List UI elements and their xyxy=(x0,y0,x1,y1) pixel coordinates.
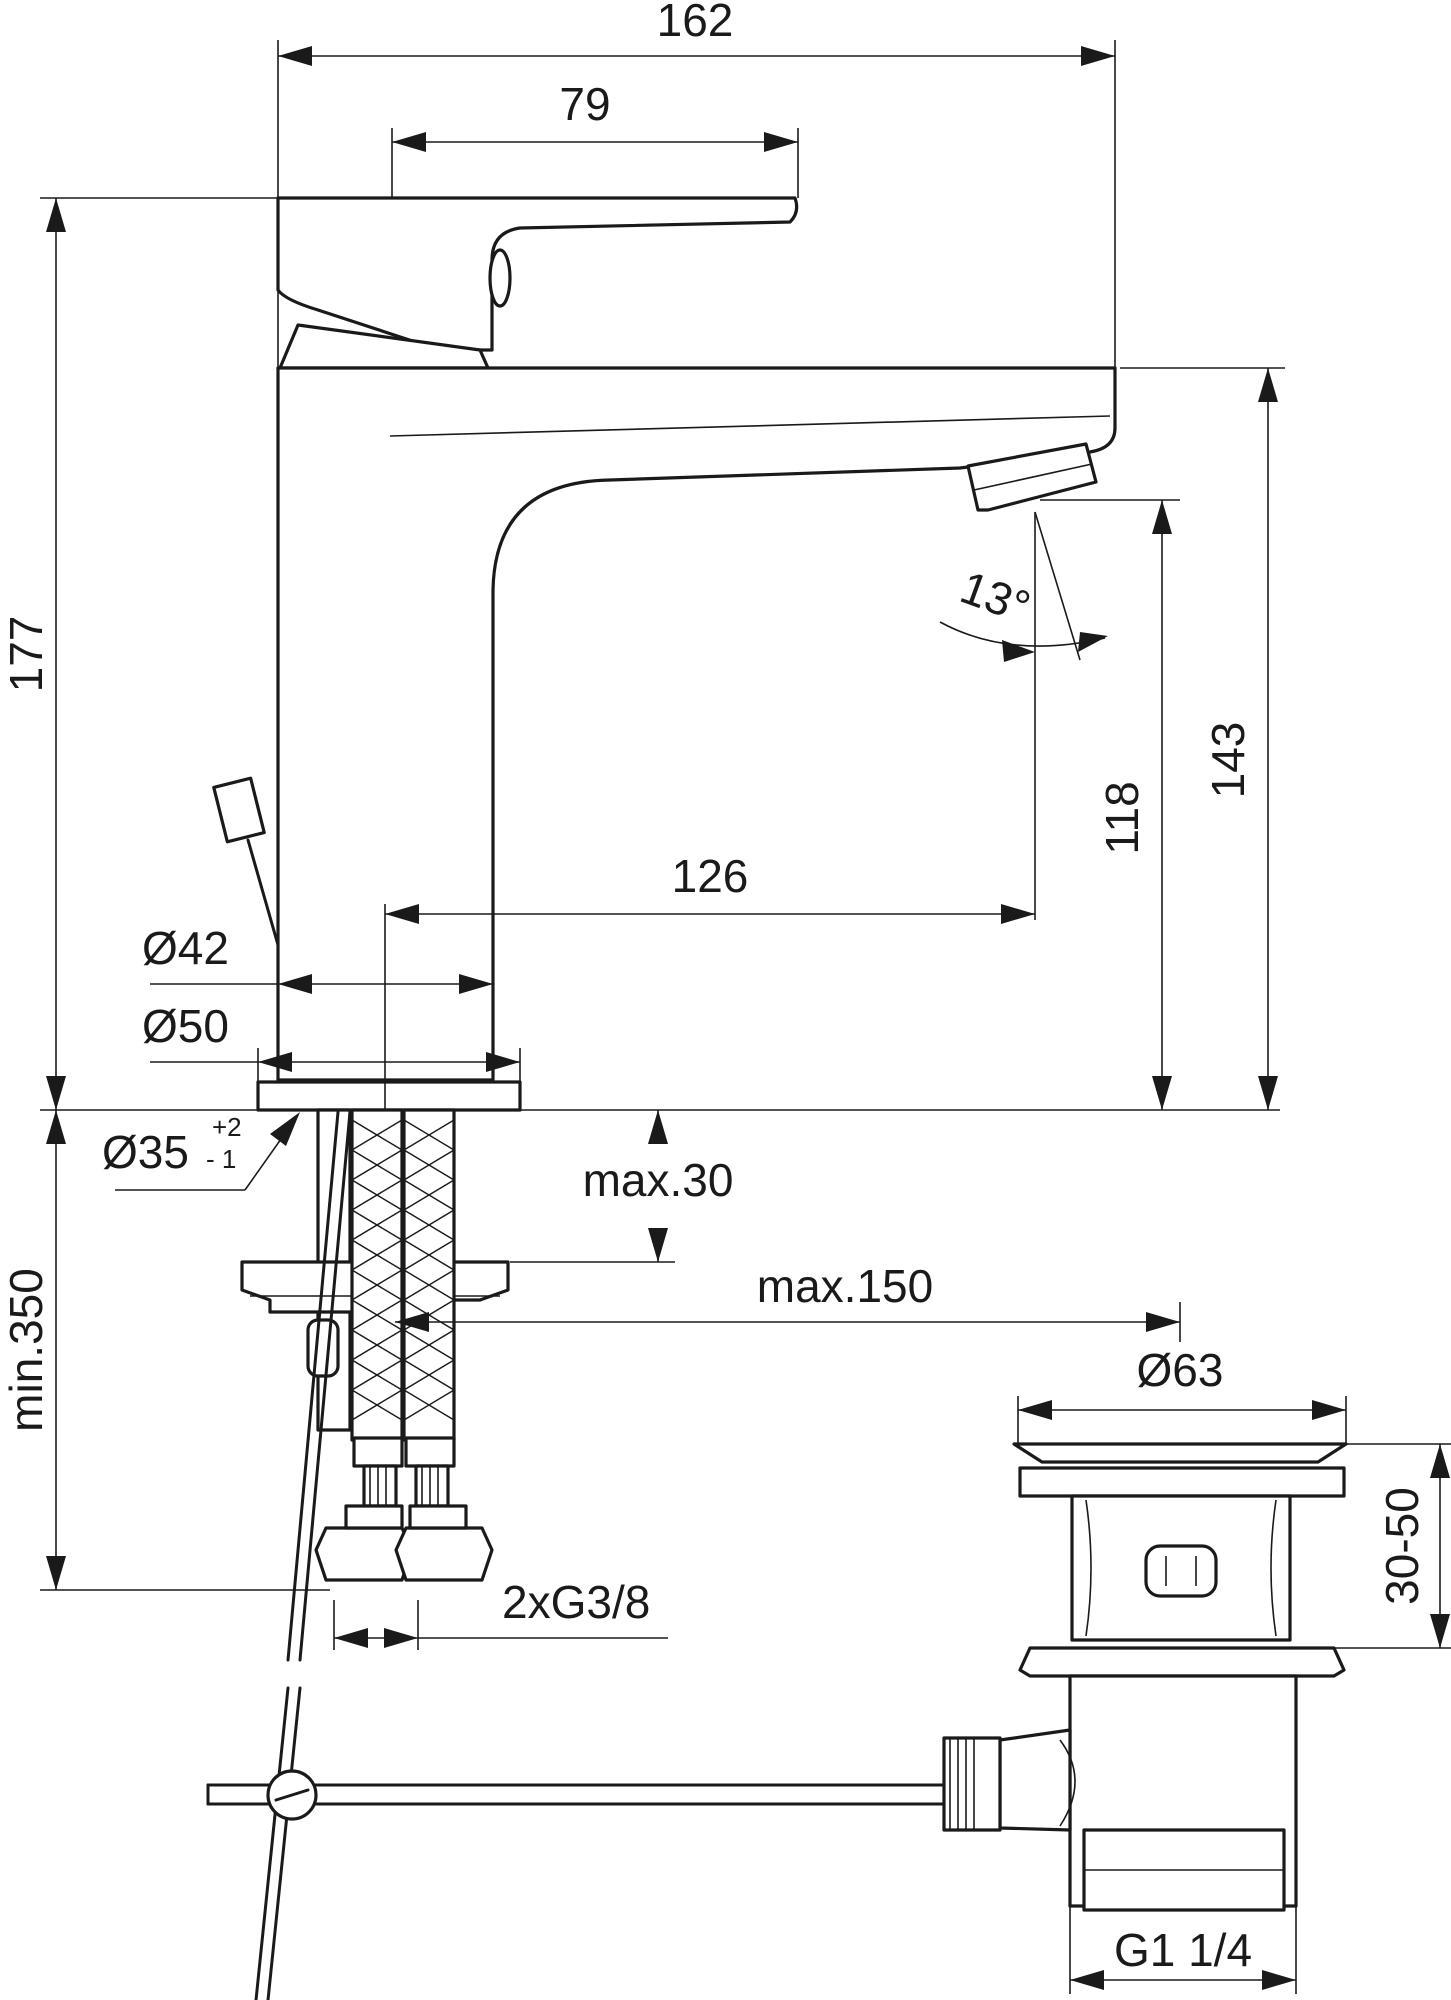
label-waste-thread: G1 1/4 xyxy=(1114,1924,1252,1976)
label-hole-tol-minus: - 1 xyxy=(206,1144,236,1174)
label-spout-reach: 126 xyxy=(672,850,749,902)
label-min-hose: min.350 xyxy=(0,1268,52,1432)
label-spout-height: 143 xyxy=(1202,722,1254,799)
popup-linkage-rod xyxy=(298,1110,352,1662)
linkage-horizontal xyxy=(206,1769,946,1821)
waste-flange xyxy=(1018,1466,1346,1498)
spout-edge-line xyxy=(389,415,1111,437)
label-hole-tol-plus: +2 xyxy=(212,1112,242,1142)
popup-rod xyxy=(246,838,280,947)
label-overall-height: 177 xyxy=(0,616,52,693)
label-body-diameter: Ø42 xyxy=(142,922,229,974)
label-hole-diameter: Ø35 xyxy=(102,1126,189,1178)
label-waste-height: 30-50 xyxy=(1376,1487,1428,1605)
label-outlet-angle: 13° xyxy=(954,561,1037,634)
mounting-nut xyxy=(306,1318,340,1378)
waste-assembly xyxy=(942,1442,1348,1912)
flexible-hoses xyxy=(314,1108,494,1582)
label-max-thickness: max.30 xyxy=(583,1154,734,1206)
dimension-lines xyxy=(40,40,1451,1994)
waste-slot xyxy=(1144,1544,1218,1598)
waste-nut xyxy=(1018,1646,1346,1678)
faucet-body xyxy=(276,366,1117,1082)
label-base-diameter: Ø50 xyxy=(142,1000,229,1052)
base-plate xyxy=(256,1080,522,1112)
popup-rod-knob xyxy=(212,776,266,844)
faucet-handle xyxy=(276,196,799,352)
handle-button xyxy=(488,248,512,308)
label-waste-diameter: Ø63 xyxy=(1137,1344,1224,1396)
label-max-rod: max.150 xyxy=(757,1260,933,1312)
label-handle-length: 79 xyxy=(559,78,610,130)
label-overall-width: 162 xyxy=(657,0,734,46)
dimension-labels: 162 79 177 143 118 126 13° Ø42 Ø50 Ø35 +… xyxy=(0,0,1428,1976)
label-outlet-height: 118 xyxy=(1096,781,1148,854)
waste-cap xyxy=(1012,1442,1348,1464)
hose-nut-right xyxy=(394,1526,494,1582)
faucet xyxy=(212,196,1117,1112)
label-hose-thread: 2xG3/8 xyxy=(502,1576,650,1628)
